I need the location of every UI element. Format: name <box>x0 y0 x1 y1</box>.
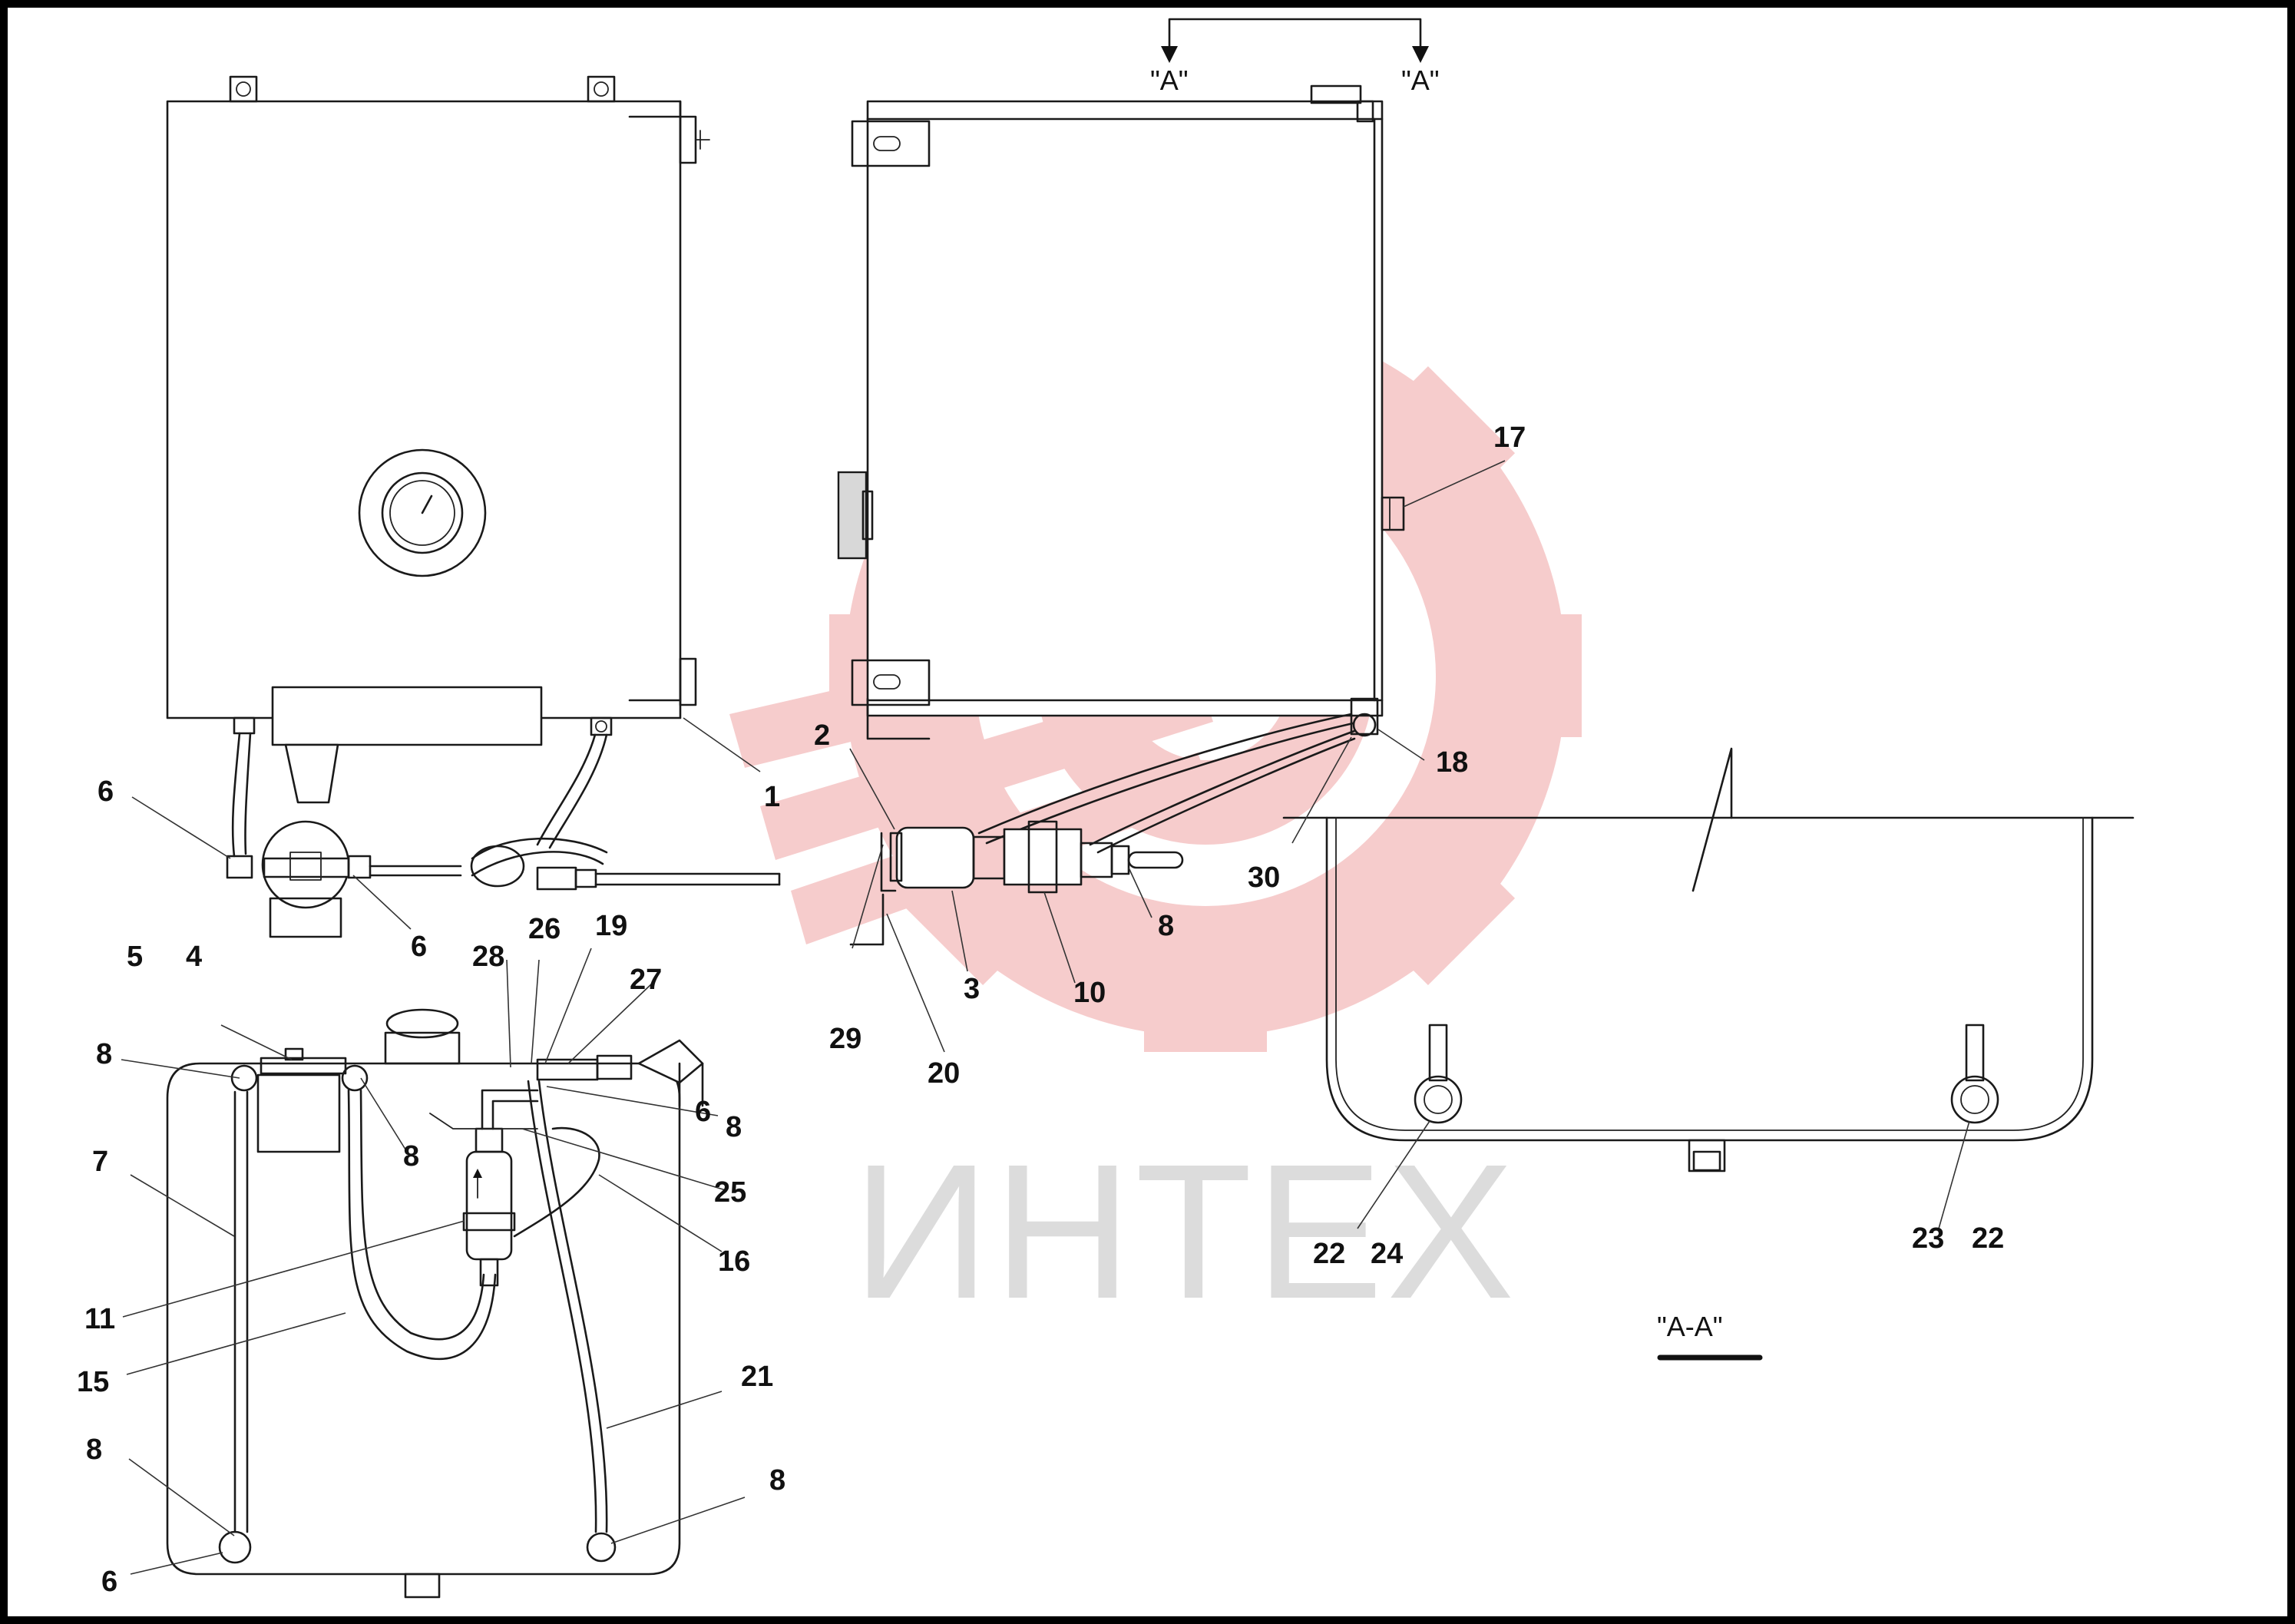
callout-3: 3 <box>964 973 980 1005</box>
callout-25: 25 <box>714 1176 746 1209</box>
callout-7: 7 <box>92 1146 108 1178</box>
section-label-left: "A" <box>1150 64 1189 96</box>
tank-side-body <box>866 100 1384 717</box>
section-indicator: "A" "A" <box>1150 18 1440 96</box>
callout-28: 28 <box>472 941 504 973</box>
callout-8-d: 8 <box>86 1434 102 1466</box>
callout-23: 23 <box>1912 1222 1944 1255</box>
callout-6-c: 6 <box>101 1566 117 1598</box>
callout-26: 26 <box>528 913 561 945</box>
callout-2: 2 <box>814 719 830 752</box>
callout-30: 30 <box>1248 862 1280 894</box>
callout-8-e: 8 <box>769 1464 785 1497</box>
callout-8-a: 8 <box>96 1038 112 1070</box>
callout-1: 1 <box>764 781 780 813</box>
section-view-label: "A-A" <box>1657 1311 1723 1342</box>
callout-22-a: 22 <box>1313 1238 1345 1270</box>
callout-19: 19 <box>595 910 627 942</box>
callout-11: 11 <box>84 1303 115 1335</box>
watermark-text: ИНТЕХ <box>852 1124 1517 1338</box>
callout-5: 5 <box>127 941 143 973</box>
callout-8-f: 8 <box>1158 910 1174 942</box>
callout-6-a: 6 <box>98 776 114 808</box>
callout-17: 17 <box>1493 422 1526 454</box>
front-view <box>166 75 781 938</box>
callout-8-b: 8 <box>403 1140 419 1173</box>
callout-27: 27 <box>630 964 662 996</box>
section-label-right: "A" <box>1401 64 1440 96</box>
callout-15: 15 <box>77 1366 109 1398</box>
filler-cap-icon <box>358 448 487 577</box>
callout-18: 18 <box>1436 746 1468 779</box>
top-view <box>166 1008 704 1599</box>
callout-8-c: 8 <box>726 1111 742 1143</box>
tank-top-body <box>166 1062 681 1576</box>
section-view: "A-A" <box>1282 747 2135 1361</box>
callout-22-b: 22 <box>1972 1222 2004 1255</box>
callout-4: 4 <box>186 941 202 973</box>
callout-20: 20 <box>928 1057 960 1090</box>
tank-front-body <box>166 100 682 719</box>
callout-21: 21 <box>741 1361 773 1393</box>
side-view <box>837 84 1405 946</box>
callout-6-d: 6 <box>695 1096 711 1128</box>
callout-29: 29 <box>829 1023 861 1055</box>
callout-6-b: 6 <box>411 931 427 963</box>
callouts: 1 2 3 4 5 6 6 6 6 7 8 8 8 8 8 8 10 11 15… <box>77 422 2004 1598</box>
leader-lines <box>121 460 1970 1575</box>
callout-10: 10 <box>1073 977 1106 1009</box>
callout-24: 24 <box>1371 1238 1403 1270</box>
callout-16: 16 <box>718 1245 750 1278</box>
